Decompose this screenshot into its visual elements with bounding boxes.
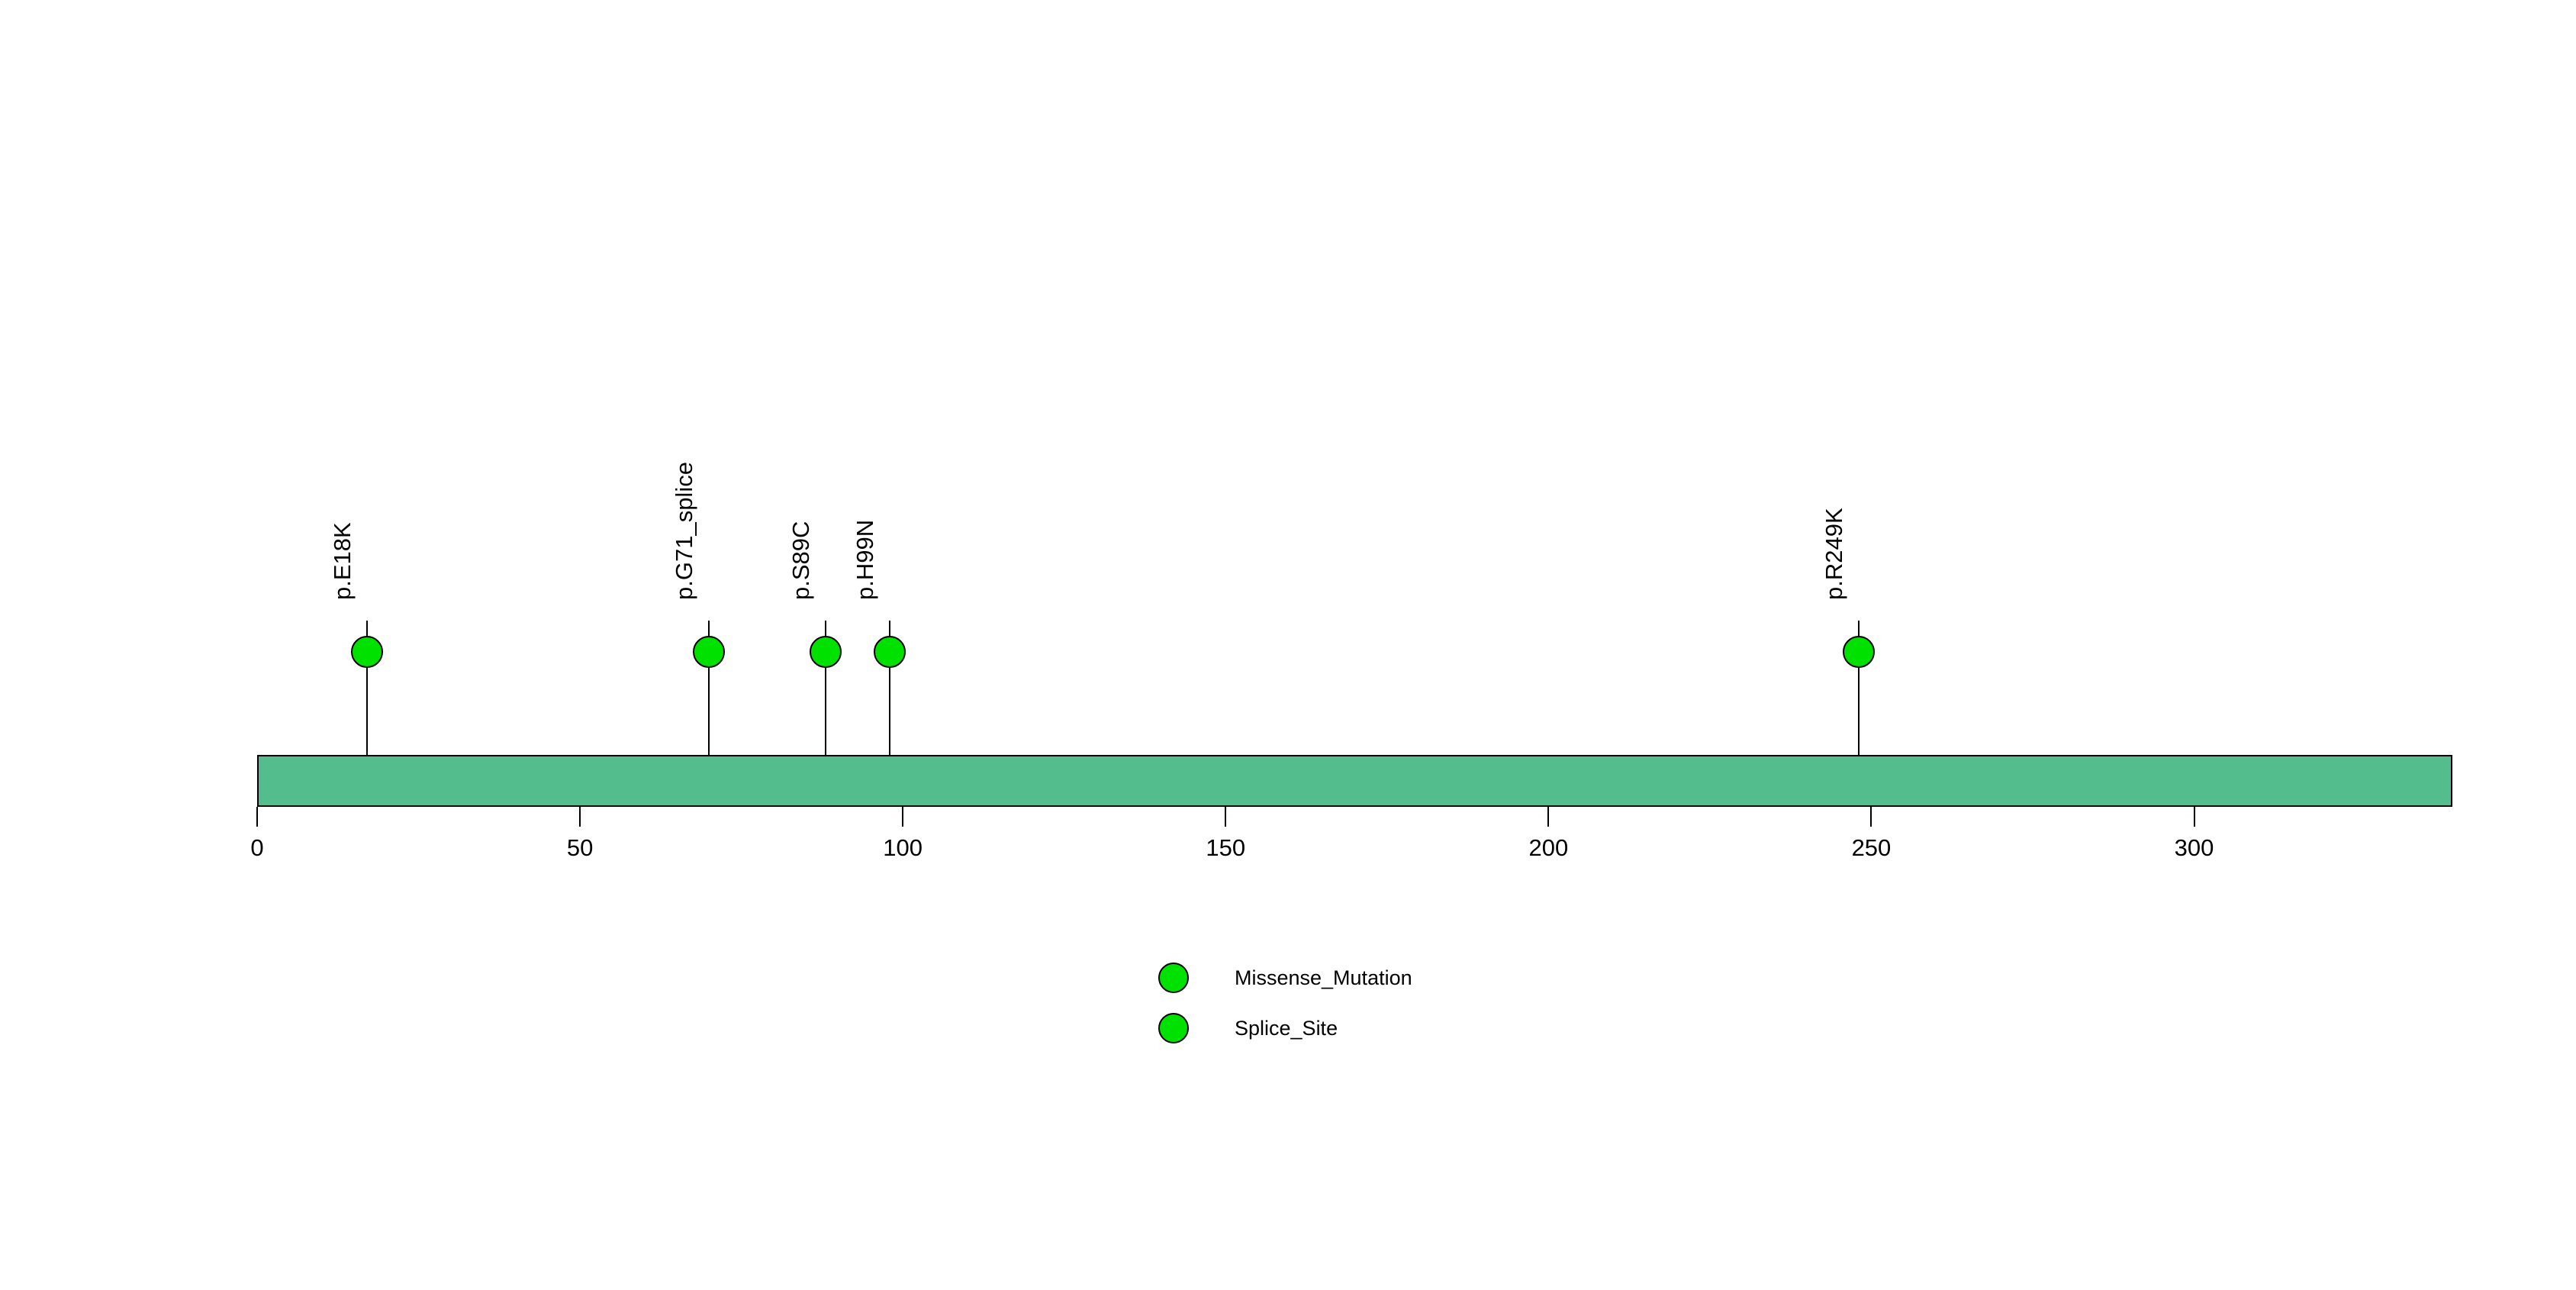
legend-item-missense-mutation: Missense_Mutation xyxy=(1158,963,1412,993)
legend-item-splice-site: Splice_Site xyxy=(1158,1013,1338,1043)
lollipop-stem xyxy=(708,621,710,807)
legend-label-missense-mutation: Missense_Mutation xyxy=(1235,966,1412,989)
x-axis-tick-label: 0 xyxy=(250,834,264,861)
mutation-label: p.G71_splice xyxy=(671,462,698,600)
x-axis-tick-label: 150 xyxy=(1206,834,1246,861)
x-axis-tick xyxy=(579,807,581,827)
mutation-label: p.S89C xyxy=(787,521,814,600)
mutation-point xyxy=(874,636,906,668)
lollipop-stem xyxy=(365,621,368,807)
x-axis-tick xyxy=(256,807,258,827)
mutation-point xyxy=(350,636,383,668)
mutation-point xyxy=(809,636,842,668)
missense-mutation-marker-icon xyxy=(1158,963,1189,993)
mutation-label: p.H99N xyxy=(852,519,879,600)
mutation-point xyxy=(1842,636,1875,668)
x-axis-tick-label: 50 xyxy=(566,834,594,861)
mutation-label: p.E18K xyxy=(328,522,356,600)
x-axis-tick xyxy=(2193,807,2195,827)
legend-label-splice-site: Splice_Site xyxy=(1235,1017,1338,1040)
x-axis-tick-label: 250 xyxy=(1851,834,1892,861)
x-axis-tick xyxy=(902,807,904,827)
splice-site-marker-icon xyxy=(1158,1013,1189,1043)
x-axis-tick-label: 300 xyxy=(2174,834,2214,861)
x-axis-tick xyxy=(1547,807,1550,827)
mutation-point xyxy=(693,636,726,668)
lollipop-stem xyxy=(1857,621,1860,807)
x-axis-tick-label: 100 xyxy=(883,834,923,861)
x-axis-tick xyxy=(1870,807,1872,827)
lollipop-stem xyxy=(889,621,891,807)
protein-bar xyxy=(257,755,2452,807)
lollipop-stem xyxy=(824,621,826,807)
x-axis-tick xyxy=(1225,807,1227,827)
x-axis-tick-label: 200 xyxy=(1528,834,1569,861)
mutation-label: p.R249K xyxy=(1820,508,1847,600)
